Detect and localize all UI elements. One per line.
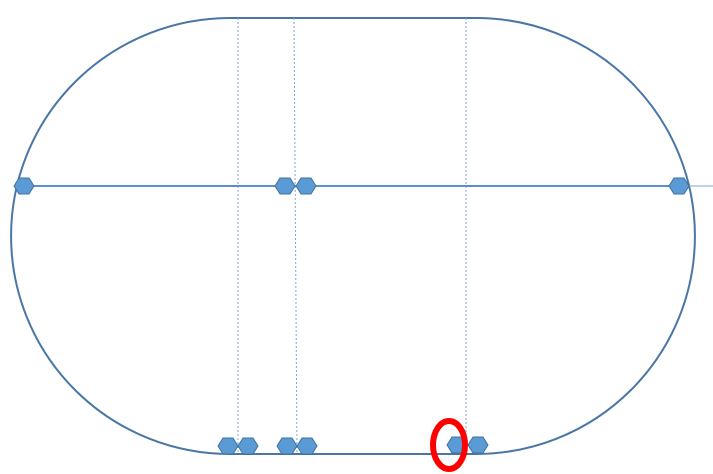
vertical-guide-2 <box>293 17 298 455</box>
node-bottom-guide-1-a-hexagon-icon <box>217 437 239 455</box>
node-top-left-edge-hexagon-icon <box>13 177 35 195</box>
track-outline <box>10 17 696 455</box>
node-top-right-edge-hexagon-icon <box>668 177 690 195</box>
node-bottom-guide-2-a-hexagon-icon <box>276 437 298 455</box>
node-bottom-guide-2-b-hexagon-icon <box>296 437 318 455</box>
hexagon-nodes <box>13 177 690 455</box>
node-top-guide-2-b-hexagon-icon <box>295 177 317 195</box>
node-bottom-guide-1-b-hexagon-icon <box>237 437 259 455</box>
node-bottom-guide-3-b-hexagon-icon <box>467 436 489 454</box>
node-top-guide-2-a-hexagon-icon <box>274 177 296 195</box>
highlight-circle <box>430 418 468 472</box>
